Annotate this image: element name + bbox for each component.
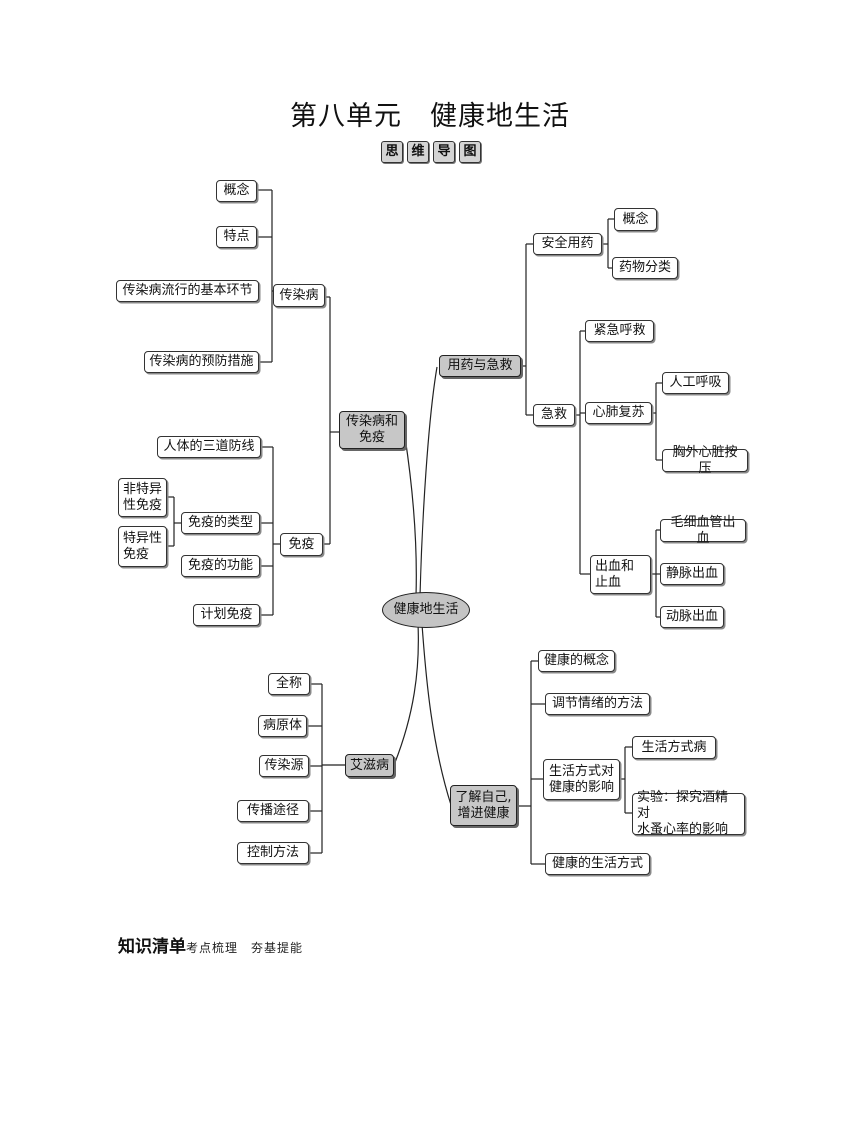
node-emergency-call: 紧急呼救: [585, 320, 654, 342]
node-emotion-regulation: 调节情绪的方法: [545, 693, 650, 715]
node-concept: 概念: [216, 180, 257, 202]
node-know-yourself: 了解自己, 增进健康: [450, 785, 517, 826]
node-specific-immunity: 特异性 免疫: [118, 526, 167, 567]
node-source: 传染源: [259, 755, 309, 777]
node-health-concept: 健康的概念: [538, 650, 615, 672]
node-concept: 概念: [614, 208, 657, 231]
node-prevention-measures: 传染病的预防措施: [144, 351, 259, 373]
node-transmission-route: 传播途径: [237, 800, 309, 822]
section-title: 知识清单: [118, 937, 186, 957]
node-first-aid: 急救: [533, 404, 575, 426]
section-heading: 知识清单考点梳理 夯基提能: [118, 932, 303, 957]
node-lifestyle-impact: 生活方式对 健康的影响: [543, 759, 620, 800]
node-nonspecific-immunity: 非特异 性免疫: [118, 478, 167, 517]
node-artificial-respiration: 人工呼吸: [662, 372, 729, 394]
node-alcohol-experiment: 实验：探究酒精对 水蚤心率的影响: [632, 790, 745, 837]
node-medicine-first-aid: 用药与急救: [439, 355, 521, 377]
badge-char: 思: [381, 141, 403, 163]
node-immunity-functions: 免疫的功能: [181, 555, 260, 577]
mind-map-badge: 思 维 导 图: [381, 141, 481, 163]
node-pathogen: 病原体: [258, 715, 307, 737]
node-planned-immunization: 计划免疫: [193, 604, 260, 626]
node-drug-classification: 药物分类: [612, 257, 678, 279]
node-bleeding-hemostasis: 出血和 止血: [590, 555, 651, 594]
node-infectious-and-immunity: 传染病和 免疫: [339, 411, 405, 449]
node-full-name: 全称: [268, 673, 310, 695]
page-title: 第八单元 健康地生活: [290, 101, 570, 132]
badge-char: 图: [459, 141, 481, 163]
node-transmission-links: 传染病流行的基本环节: [116, 280, 259, 302]
node-three-lines-defense: 人体的三道防线: [157, 436, 261, 458]
badge-char: 维: [407, 141, 429, 163]
badge-char: 导: [433, 141, 455, 163]
node-arterial-bleeding: 动脉出血: [660, 606, 724, 628]
node-chest-compression: 胸外心脏按压: [662, 445, 748, 476]
node-immunity: 免疫: [280, 533, 323, 556]
node-healthy-lifestyle: 健康的生活方式: [545, 853, 650, 875]
node-capillary-bleeding: 毛细血管出血: [660, 515, 746, 546]
node-lifestyle-disease: 生活方式病: [632, 736, 716, 759]
node-venous-bleeding: 静脉出血: [660, 563, 724, 585]
node-control-methods: 控制方法: [237, 842, 309, 864]
node-immunity-types: 免疫的类型: [181, 512, 260, 534]
center-node: 健康地生活: [382, 592, 470, 628]
node-safe-medication: 安全用药: [533, 233, 602, 255]
node-features: 特点: [216, 226, 257, 248]
section-subtitle: 考点梳理 夯基提能: [186, 941, 304, 955]
node-aids: 艾滋病: [345, 754, 394, 777]
node-infectious-disease: 传染病: [273, 284, 325, 307]
node-cpr: 心肺复苏: [585, 402, 652, 424]
